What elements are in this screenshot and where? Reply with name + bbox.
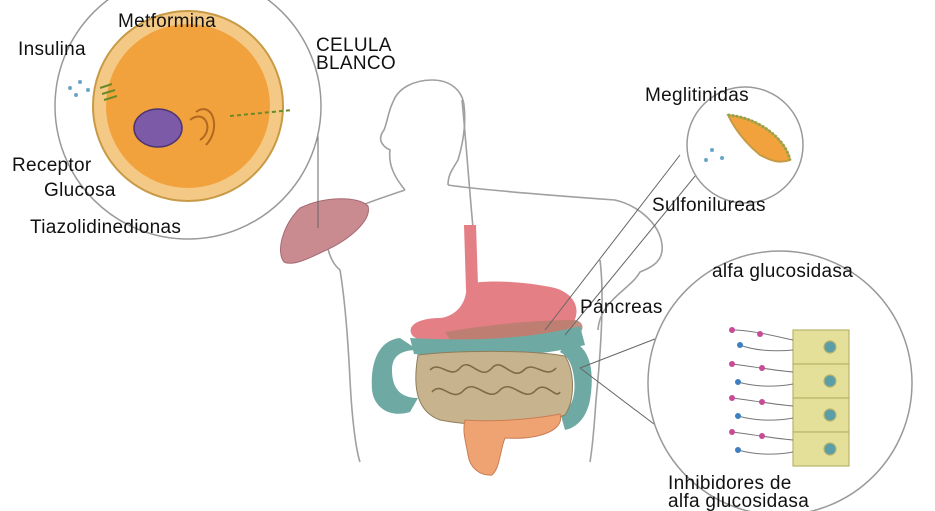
label-tiazolidinedionas: Tiazolidinedionas bbox=[30, 218, 181, 238]
colon-ascending bbox=[372, 338, 418, 414]
enterocyte bbox=[793, 398, 849, 432]
rectum bbox=[464, 414, 561, 475]
enterocyte bbox=[793, 364, 849, 398]
label-glucosa: Glucosa bbox=[44, 181, 116, 201]
label-meglitinidas: Meglitinidas bbox=[645, 86, 749, 106]
head-outline bbox=[381, 80, 465, 190]
insulin-molecule bbox=[78, 80, 82, 84]
label-pancreas: Páncreas bbox=[580, 298, 663, 318]
cell-nucleus bbox=[134, 109, 182, 147]
label-inhibidores-line2: alfa glucosidasa bbox=[668, 492, 809, 511]
cell-cytoplasm bbox=[106, 24, 270, 188]
insulin-molecule bbox=[74, 93, 78, 97]
enterocyte bbox=[793, 432, 849, 466]
secretion-dot bbox=[720, 156, 724, 160]
intestinal-magnifier bbox=[648, 251, 912, 511]
label-alfa-glucosidasa: alfa glucosidasa bbox=[712, 262, 853, 282]
enterocyte-column bbox=[793, 330, 849, 466]
secretion-dot bbox=[710, 148, 714, 152]
insulin-molecule bbox=[86, 88, 90, 92]
enterocyte bbox=[793, 330, 849, 364]
insulin-molecule bbox=[68, 86, 72, 90]
secretion-dot bbox=[704, 158, 708, 162]
label-inhibidores-line1: Inhibidores de bbox=[668, 474, 792, 494]
small-intestine bbox=[416, 351, 573, 424]
liver bbox=[281, 199, 369, 264]
label-sulfonilureas: Sulfonilureas bbox=[652, 196, 766, 216]
target-cell-magnifier bbox=[55, 0, 321, 239]
label-celula-blanco-line2: BLANCO bbox=[316, 54, 396, 74]
esophagus bbox=[464, 225, 478, 290]
enterocyte-nucleus bbox=[824, 341, 836, 353]
label-metformina: Metformina bbox=[118, 12, 216, 32]
label-insulina: Insulina bbox=[18, 40, 86, 60]
enterocyte-nucleus bbox=[824, 409, 836, 421]
connector-inhibidores-1 bbox=[580, 337, 660, 368]
enterocyte-nucleus bbox=[824, 443, 836, 455]
enterocyte-nucleus bbox=[824, 375, 836, 387]
arm-right-outline bbox=[590, 260, 602, 462]
magnifier-circle-bottom-right bbox=[648, 251, 912, 511]
label-receptor: Receptor bbox=[12, 156, 92, 176]
